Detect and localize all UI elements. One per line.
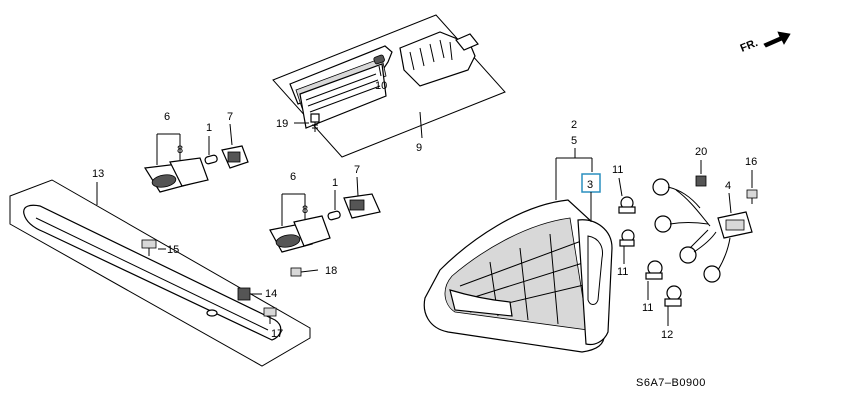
- nut-14: [237, 287, 251, 301]
- callout-15: 15: [167, 244, 179, 256]
- callout-10: 10: [375, 80, 387, 92]
- callout-13: 13: [92, 168, 104, 180]
- callout-8-lower: 8: [302, 204, 308, 216]
- callout-11-middle: 11: [617, 266, 628, 278]
- trunk-garnish-13: [9, 179, 311, 367]
- front-direction-arrow: FR.: [739, 31, 791, 55]
- callout-16: 16: [745, 156, 757, 168]
- bolt-16: [746, 189, 758, 204]
- callout-6-upper: 6: [164, 111, 170, 123]
- callout-19: 19: [276, 118, 288, 130]
- license-light-upper: [143, 145, 249, 193]
- callout-3: 3: [587, 179, 593, 191]
- screw-18: [290, 267, 319, 277]
- assembly-outline-box: [272, 14, 506, 158]
- diagram-code: S6A7–B0900: [636, 377, 706, 389]
- callout-5: 5: [571, 135, 577, 147]
- screw-17: [263, 307, 277, 324]
- callout-1-upper: 1: [206, 122, 212, 134]
- taillight-assembly: [423, 199, 613, 353]
- high-mount-stop-light: [272, 14, 506, 158]
- callout-11-lower: 11: [642, 302, 653, 314]
- callout-14: 14: [265, 288, 277, 300]
- callout-1-lower: 1: [332, 177, 338, 189]
- callout-6-lower: 6: [290, 171, 296, 183]
- callout-20: 20: [695, 146, 707, 158]
- bulb-12: [664, 285, 682, 307]
- bulb-11-middle: [619, 229, 635, 247]
- socket-wire-harness: [652, 178, 753, 283]
- callout-18: 18: [325, 265, 337, 277]
- callout-11-upper: 11: [612, 164, 623, 176]
- callout-12: 12: [661, 329, 673, 341]
- screw-19: [310, 113, 320, 132]
- callout-9: 9: [416, 142, 422, 154]
- callout-4: 4: [725, 180, 731, 192]
- license-light-lower: [269, 193, 381, 253]
- clip-15: [141, 239, 157, 256]
- bulb-11-lower: [645, 260, 663, 280]
- front-direction-label: FR.: [739, 37, 760, 55]
- callout-7-lower: 7: [354, 164, 360, 176]
- callout-8-upper: 8: [177, 144, 183, 156]
- nut-20: [695, 175, 707, 187]
- callout-7-upper: 7: [227, 111, 233, 123]
- bulb-11-upper: [618, 196, 636, 214]
- callout-2: 2: [571, 119, 577, 131]
- callout-17: 17: [271, 328, 283, 340]
